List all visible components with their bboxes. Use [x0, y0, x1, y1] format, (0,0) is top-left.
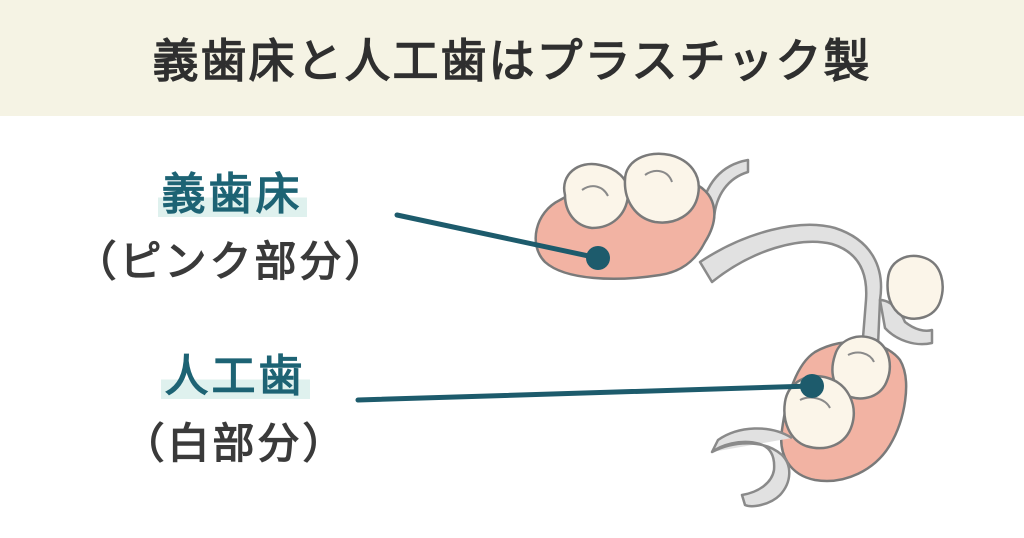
- lower-clasp: [710, 427, 793, 508]
- denture-base-pointer-dot: [586, 246, 610, 270]
- metal-framework: [698, 223, 883, 352]
- denture-base-label: 義歯床 （ピンク部分）: [52, 158, 412, 289]
- artificial-tooth-pointer-line: [355, 383, 815, 403]
- artificial-tooth-pointer-dot: [800, 374, 824, 398]
- title-banner: 義歯床と人工歯はプラスチック製: [0, 0, 1024, 116]
- artificial-tooth-label-sub: （白部分）: [122, 419, 348, 468]
- page-title: 義歯床と人工歯はプラスチック製: [152, 34, 872, 88]
- artificial-tooth-label-main: 人工歯: [160, 340, 310, 404]
- abutment-tooth: [886, 254, 944, 320]
- denture-base-label-main: 義歯床: [157, 158, 307, 222]
- denture-base-label-sub: （ピンク部分）: [74, 237, 390, 286]
- upper-tooth-1: [562, 162, 630, 230]
- artificial-tooth-label: 人工歯 （白部分）: [115, 340, 355, 471]
- upper-tooth-2: [623, 152, 701, 224]
- denture-base-pointer-line: [394, 212, 601, 261]
